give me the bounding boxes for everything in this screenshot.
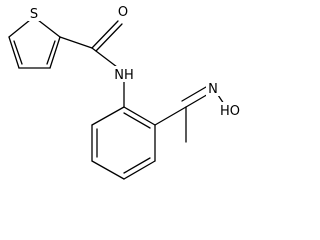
atom-oxime-nitrogen-label: N (208, 82, 218, 97)
double-bond-b4-b5 (123, 157, 151, 174)
bond-carbonyl-o-2 (95, 23, 123, 52)
atom-hydroxyl-label: HO (220, 104, 240, 119)
bond-aryl-c-oxime (154, 106, 187, 126)
bond-ring-carbonyl (59, 36, 93, 49)
bond-c4-c5 (8, 36, 20, 69)
atom-sulfur-label: S (30, 7, 38, 22)
double-bond-b6-b1 (123, 112, 151, 129)
bond-c2-c3 (49, 36, 61, 69)
bond-carbonyl-o-1 (91, 20, 119, 49)
bond-c5-s (8, 19, 31, 38)
atom-carbonyl-oxygen-label: O (118, 5, 128, 20)
atom-amide-nh-label: NH (114, 68, 134, 83)
bond-b4-b5 (123, 160, 156, 180)
bond-b1-b2 (91, 106, 125, 126)
bond-carbonyl-n (91, 47, 118, 68)
double-bond-c4-c5 (13, 40, 23, 65)
bond-c-n-2 (181, 86, 207, 102)
amide-group (59, 20, 123, 68)
double-bond-c2-c3 (46, 40, 56, 65)
structure-canvas: S O NH N HO (8, 3, 242, 180)
benzene-ring (91, 106, 156, 180)
bond-b6-b1 (123, 106, 156, 126)
thiophene-ring (8, 19, 61, 69)
bond-s-c2 (37, 19, 61, 38)
bond-b3-b4 (91, 160, 125, 180)
molecule-drawing: S O NH N HO (8, 3, 242, 180)
